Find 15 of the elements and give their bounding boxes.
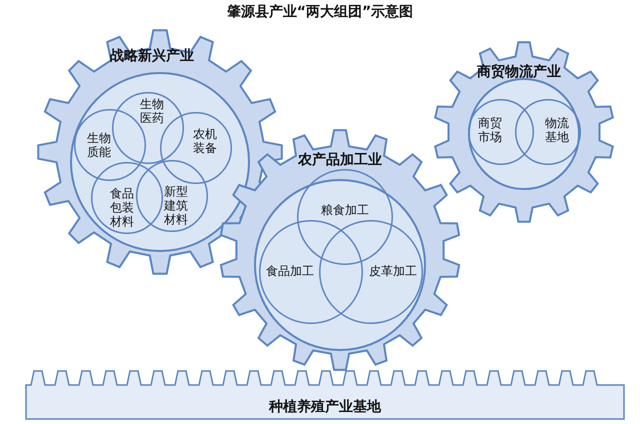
circle-label: 农机装备 bbox=[192, 128, 218, 156]
circle-label: 生物质能 bbox=[86, 132, 112, 160]
circle-label: 食品包装材料 bbox=[109, 187, 135, 229]
title: 肇源县产业“两大组团”示意图 bbox=[226, 4, 414, 20]
circle-label: 新型建筑材料 bbox=[163, 185, 189, 227]
gear-heading: 农产品加工业 bbox=[296, 152, 383, 168]
circle-label: 皮革加工 bbox=[368, 265, 418, 279]
circle-label: 食品加工 bbox=[265, 265, 315, 279]
circle-label: 物流基地 bbox=[544, 117, 570, 145]
gear-heading: 战略新兴产业 bbox=[109, 48, 195, 64]
circle-label: 生物医药 bbox=[139, 98, 165, 126]
circle-label: 粮食加工 bbox=[320, 204, 370, 218]
bar-label: 种植养殖产业基地 bbox=[268, 398, 382, 416]
gear-heading: 商贸物流产业 bbox=[476, 64, 562, 80]
circle-label: 商贸市场 bbox=[477, 117, 503, 145]
